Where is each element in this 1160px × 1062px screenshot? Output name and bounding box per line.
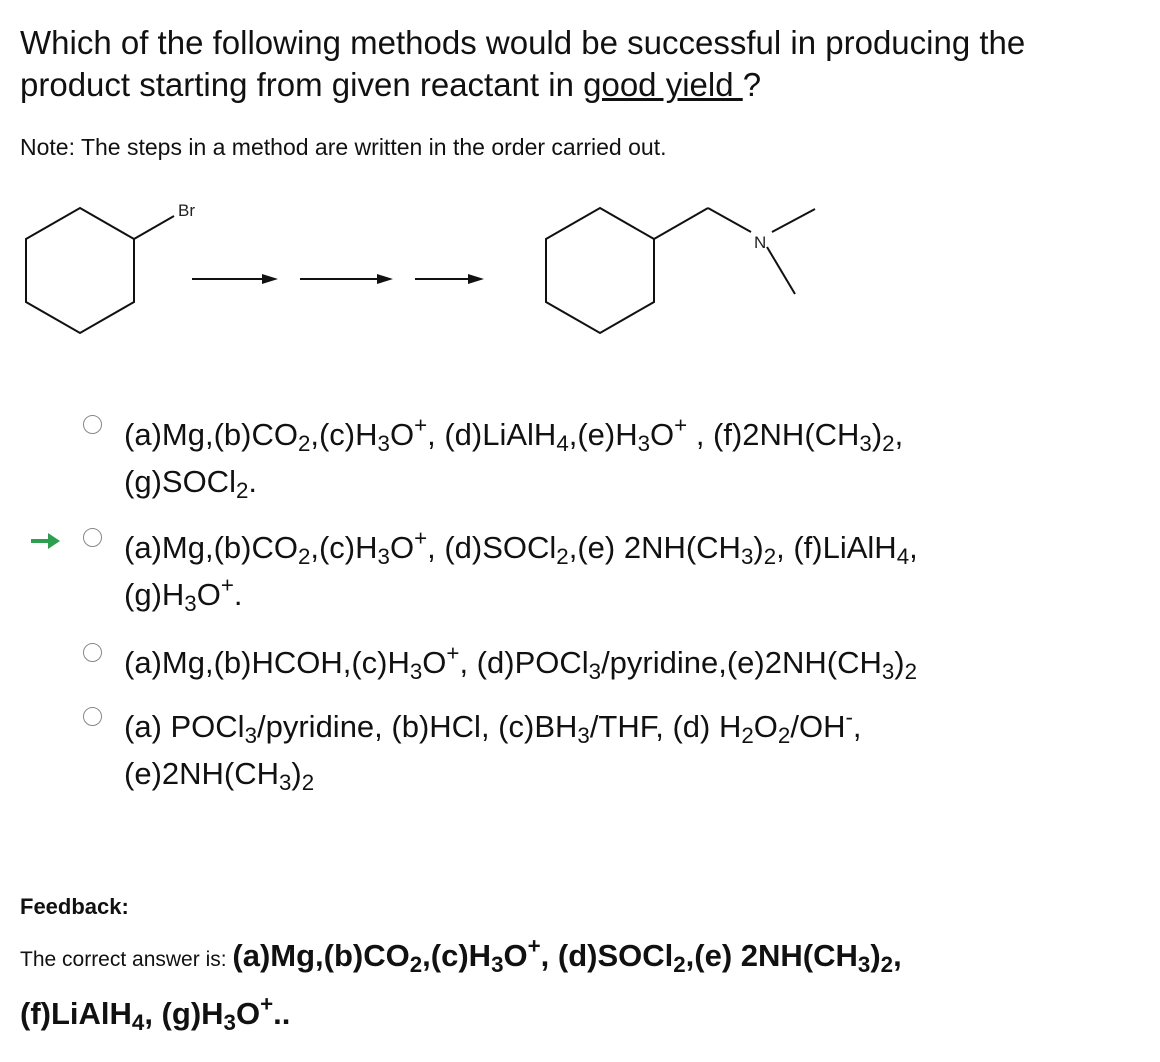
- option-a-radio[interactable]: [83, 415, 102, 434]
- arrowhead-1: [262, 274, 278, 284]
- product-bond-2: [707, 207, 752, 233]
- reactant-ring: [25, 206, 135, 335]
- feedback-label: Feedback:: [20, 894, 129, 919]
- arrowhead-2: [377, 274, 393, 284]
- option-a-text: (a)Mg,(b)CO2,(c)H3O+, (d)LiAlH4,(e)H3O+ …: [124, 412, 904, 504]
- bromine-label: Br: [178, 201, 195, 220]
- feedback-answer: (a)Mg,(b)CO2,(c)H3O+, (d)SOCl2,(e) 2NH(C…: [20, 933, 902, 1036]
- question-text-part: Which of the following methods would be …: [20, 24, 1026, 103]
- option-b-text: (a)Mg,(b)CO2,(c)H3O+, (d)SOCl2,(e) 2NH(C…: [124, 525, 918, 617]
- option-b-radio[interactable]: [83, 528, 102, 547]
- question-text: Which of the following methods would be …: [20, 22, 1140, 106]
- option-c-text: (a)Mg,(b)HCOH,(c)H3O+, (d)POCl3/pyridine…: [124, 640, 918, 685]
- selected-arrow-icon: [31, 533, 60, 549]
- option-d-radio[interactable]: [83, 707, 102, 726]
- feedback-prefix: The correct answer is:: [20, 948, 233, 971]
- product-ring: [545, 206, 655, 335]
- question-emphasis: good yield: [583, 66, 743, 103]
- note-text: Note: The steps in a method are written …: [20, 134, 667, 160]
- option-d-text: (a) POCl3/pyridine, (b)HCl, (c)BH3/THF, …: [124, 704, 862, 796]
- feedback-text: The correct answer is: (a)Mg,(b)CO2,(c)H…: [20, 930, 1140, 1046]
- arrowhead-3: [468, 274, 484, 284]
- option-c-radio[interactable]: [83, 643, 102, 662]
- reactant-bond: [133, 215, 175, 240]
- product-bond-4: [766, 246, 796, 295]
- nitrogen-label: N: [754, 233, 766, 252]
- reaction-scheme: Br N: [25, 201, 816, 335]
- product-bond-1: [653, 207, 709, 240]
- question-end: ?: [742, 66, 762, 103]
- product-bond-3: [771, 208, 816, 233]
